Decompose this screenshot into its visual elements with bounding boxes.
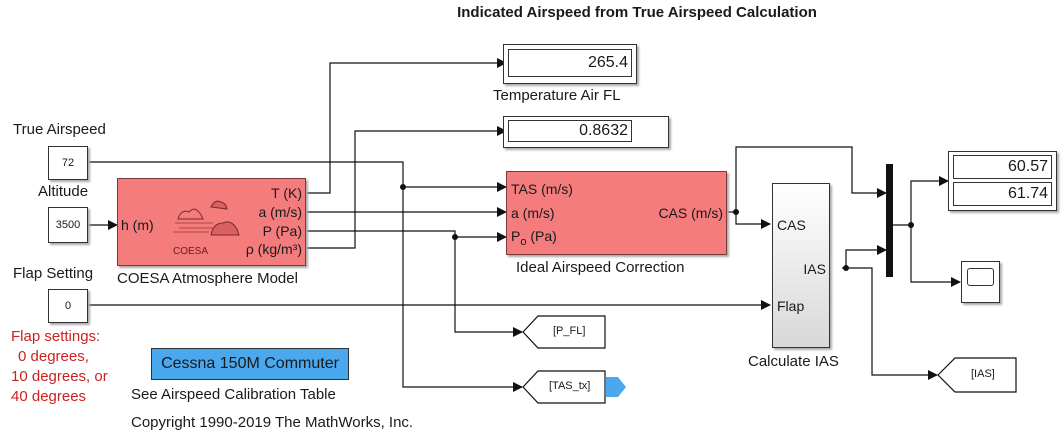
wire-cas-mux — [735, 146, 887, 212]
wire-temperature — [305, 58, 507, 194]
coesa-atmosphere-block[interactable]: h (m) T (K) a (m/s) P (Pa) ρ (kg/m³) COE… — [117, 178, 306, 266]
wire-density — [305, 126, 507, 249]
wire-mux-scope — [910, 225, 961, 287]
coesa-icon-text: COESA — [173, 246, 209, 257]
port-p0-subscript: o — [520, 235, 527, 248]
altitude-label: Altitude — [38, 183, 89, 200]
diagram-title: Indicated Airspeed from True Airspeed Ca… — [457, 4, 817, 21]
wire-tas-goto — [402, 187, 523, 392]
density-display[interactable]: 0.8632 — [503, 116, 669, 148]
ideal-airspeed-correction-block[interactable]: TAS (m/s) a (m/s) Po (Pa) CAS (m/s) — [506, 171, 727, 255]
wire-cas — [726, 211, 771, 229]
goto-tas-shape — [522, 370, 606, 404]
wire-mux-display — [892, 176, 949, 226]
wire-pressure-goto — [454, 237, 523, 337]
port-pressure: P (Pa) — [262, 223, 302, 239]
calculate-ias-block[interactable]: CAS IAS Flap — [772, 183, 830, 348]
ideal-block-name: Ideal Airspeed Correction — [516, 259, 685, 276]
note-line: 0 degrees, — [18, 348, 89, 365]
branch-point — [908, 222, 914, 228]
ias-value: 61.74 — [953, 182, 1052, 206]
mux-block — [886, 164, 893, 277]
copyright-text: Copyright 1990-2019 The MathWorks, Inc. — [131, 414, 414, 431]
tag-visibility-marker — [606, 377, 626, 397]
wire-tas — [88, 161, 507, 192]
wire-pressure — [305, 230, 507, 242]
true-airspeed-label: True Airspeed — [13, 121, 106, 138]
branch-point — [400, 184, 406, 190]
port-speed-of-sound: a (m/s) — [258, 204, 302, 220]
coesa-block-name: COESA Atmosphere Model — [117, 270, 298, 287]
flap-setting-constant[interactable]: 0 — [48, 289, 88, 323]
note-line: 40 degrees — [11, 388, 87, 405]
port-ias-out: IAS — [803, 261, 826, 277]
goto-ias-shape — [937, 357, 1017, 393]
port-cas-in: CAS — [777, 217, 806, 233]
port-p0-base: P — [511, 228, 521, 244]
cloud-icon — [173, 200, 240, 236]
goto-ias[interactable]: [IAS] — [971, 368, 995, 380]
port-p0: Po (Pa) — [511, 228, 557, 248]
goto-p-fl[interactable]: [P_FL] — [553, 325, 586, 337]
note-line: 10 degrees, or — [11, 368, 108, 385]
scope-icon — [967, 268, 994, 286]
wire-ias-mux — [842, 245, 887, 269]
cas-value: 60.57 — [953, 155, 1052, 179]
cessna-area-annotation[interactable]: Cessna 150M Commuter — [151, 348, 349, 380]
altitude-constant[interactable]: 3500 — [48, 207, 88, 243]
port-temperature: T (K) — [271, 185, 302, 201]
airspeed-display[interactable]: 60.57 61.74 — [948, 151, 1057, 211]
port-cas: CAS (m/s) — [658, 205, 723, 221]
density-value: 0.8632 — [508, 120, 632, 142]
flap-settings-note: Flap settings: 0 degrees, 10 degrees, or… — [11, 327, 108, 407]
temperature-display[interactable]: 265.4 — [503, 44, 637, 84]
scope-block[interactable] — [961, 261, 1000, 303]
port-p0-unit: (Pa) — [530, 228, 557, 244]
port-a: a (m/s) — [511, 205, 555, 221]
port-density: ρ (kg/m³) — [245, 241, 302, 257]
true-airspeed-constant[interactable]: 72 — [48, 146, 88, 180]
calculate-ias-name: Calculate IAS — [748, 353, 839, 370]
port-h: h (m) — [121, 217, 154, 233]
goto-tas-tx[interactable]: [TAS_tx] — [549, 380, 591, 392]
branch-point — [452, 234, 458, 240]
temperature-value: 265.4 — [508, 49, 632, 77]
wire-ias-goto — [846, 267, 938, 380]
flap-setting-label: Flap Setting — [13, 265, 94, 282]
branch-point — [733, 209, 739, 215]
port-flap-in: Flap — [777, 298, 805, 314]
goto-p-fl-shape — [522, 315, 606, 349]
port-tas: TAS (m/s) — [511, 181, 573, 197]
branch-point — [843, 265, 849, 271]
note-line: Flap settings: — [11, 328, 101, 345]
calibration-table-link[interactable]: See Airspeed Calibration Table — [131, 386, 336, 403]
temperature-display-label: Temperature Air FL — [493, 87, 621, 104]
